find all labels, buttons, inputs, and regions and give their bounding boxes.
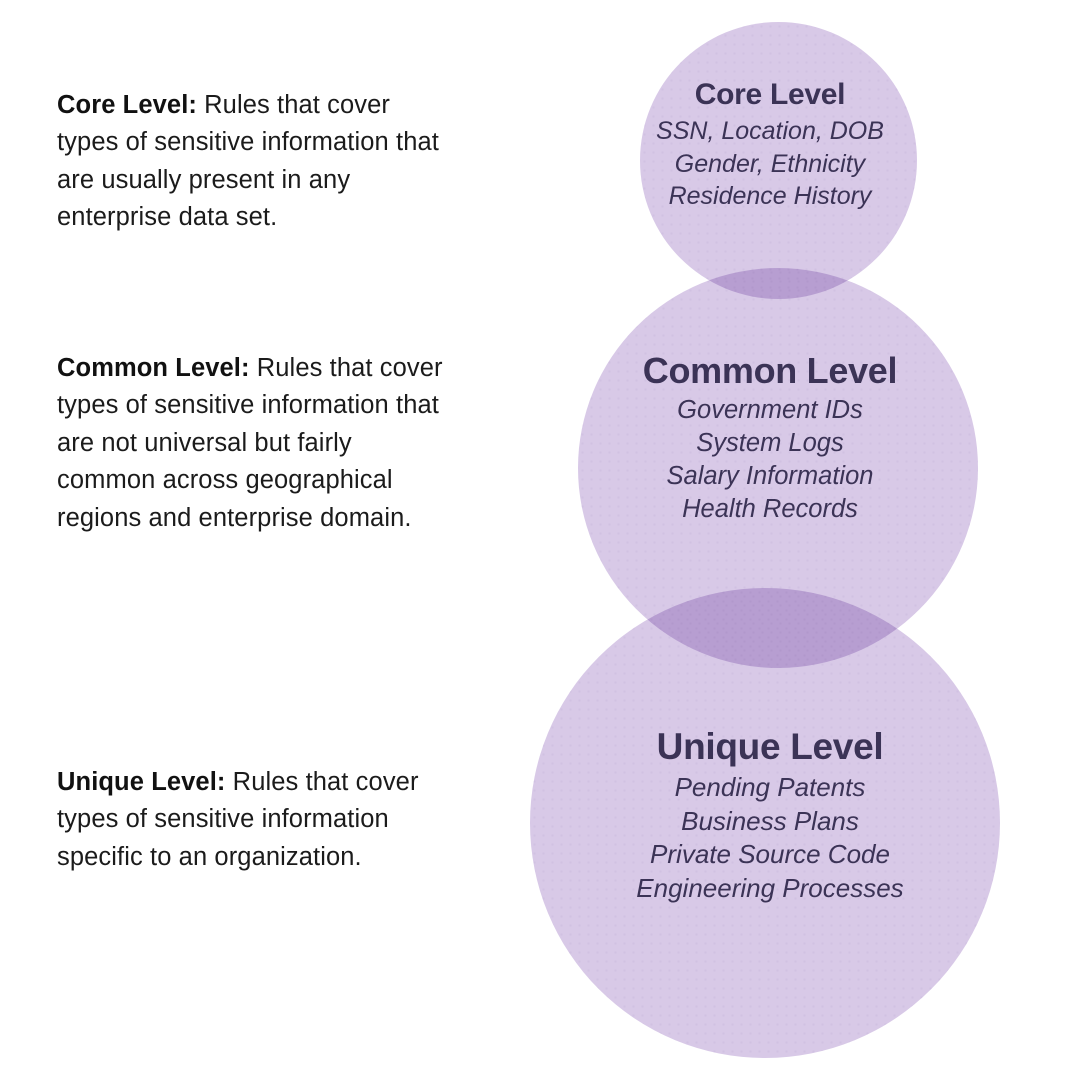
list-item: Residence History — [668, 182, 872, 210]
list-item: Government IDs — [677, 396, 863, 424]
description-common-lead: Common Level: — [57, 353, 250, 382]
list-item: Private Source Code — [650, 839, 890, 869]
list-item: Pending Patents — [674, 772, 866, 802]
description-core: Core Level: Rules that cover types of se… — [57, 87, 449, 237]
description-common-body: Rules that cover types of sensitive info… — [57, 353, 443, 532]
list-item: Gender, Ethnicity — [674, 149, 866, 178]
list-item: Engineering Processes — [636, 872, 904, 903]
venn-diagram: Core Level SSN, Location, DOB Gender, Et… — [460, 0, 1080, 1080]
venn-label-common: Common Level Government IDs System Logs … — [460, 348, 1080, 526]
list-item: System Logs — [696, 429, 844, 457]
description-common: Common Level: Rules that cover types of … — [57, 350, 449, 538]
description-core-body: Rules that cover types of sensitive info… — [57, 90, 439, 232]
venn-items-core: SSN, Location, DOB Gender, Ethnicity Res… — [460, 115, 1080, 213]
list-item: Business Plans — [681, 805, 859, 836]
description-unique: Unique Level: Rules that cover types of … — [57, 764, 449, 877]
venn-label-core: Core Level SSN, Location, DOB Gender, Et… — [460, 75, 1080, 213]
description-unique-body: Rules that cover types of sensitive info… — [57, 767, 419, 871]
venn-items-unique: Pending Patents Business Plans Private S… — [460, 771, 1080, 905]
description-column: Core Level: Rules that cover types of se… — [57, 0, 457, 1080]
list-item: SSN, Location, DOB — [656, 117, 884, 145]
list-item: Salary Information — [666, 462, 874, 490]
venn-label-unique: Unique Level Pending Patents Business Pl… — [460, 723, 1080, 905]
venn-circle-unique — [530, 588, 1000, 1058]
venn-title-unique: Unique Level — [656, 726, 884, 767]
description-core-lead: Core Level: — [57, 90, 197, 119]
venn-circle-core — [640, 22, 917, 299]
venn-title-core: Core Level — [694, 78, 846, 111]
list-item: Health Records — [682, 495, 858, 523]
venn-title-common: Common Level — [642, 350, 898, 391]
description-unique-lead: Unique Level: — [57, 767, 226, 796]
venn-items-common: Government IDs System Logs Salary Inform… — [460, 394, 1080, 526]
